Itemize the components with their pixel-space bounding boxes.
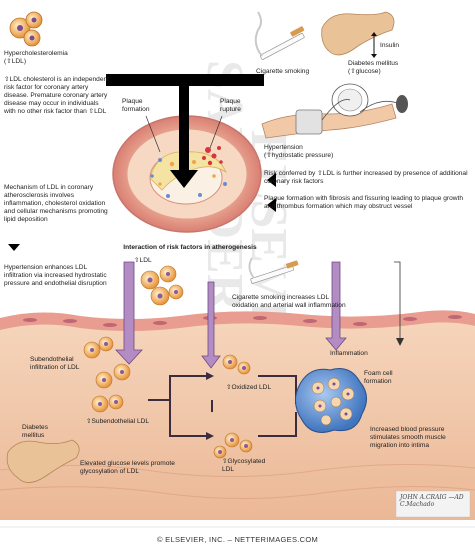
diabetes-label: Diabetes mellitus	[348, 60, 399, 67]
ldl-mechanism-text: Mechanism of LDL in coronary atheroscler…	[4, 184, 108, 223]
hypercholesterolemia-sub: (⇧LDL)	[4, 58, 27, 65]
inflammation-arrowhead	[396, 338, 404, 346]
diabetes-sub-label: (⇧glucose)	[348, 68, 381, 75]
purple-pathway-arrows	[115, 261, 347, 369]
hypertension-label: Hypertension	[264, 144, 303, 151]
insulin-arrow	[371, 32, 377, 58]
leader-lines-top	[145, 115, 223, 153]
glycosylated-ldl-label: ⇧Glycosylated LDL	[222, 458, 266, 473]
plaque-rupture-label: Plaque rupture	[220, 98, 241, 113]
blood-pressure-illustration	[261, 83, 408, 139]
diabetes-mellitus-label: Diabetes mellitus	[22, 424, 49, 439]
oxidized-ldl-label: ⇧Oxidized LDL	[226, 384, 272, 391]
ldl-particles	[83, 265, 253, 459]
foam-cell-label: Foam cell formation	[364, 370, 393, 385]
cigarette-illustration-lower	[248, 257, 299, 284]
cigarette-increases-text: Cigarette smoking increases LDL oxidatio…	[232, 294, 346, 309]
elevated-glucose-text: Elevated glucose levels promote glycosyl…	[80, 460, 175, 475]
hypertension-sub-label: (⇧hydrostatic pressure)	[264, 152, 334, 159]
signature-box	[395, 490, 471, 518]
subendothelial-ldl-label: ⇧Subendothelial LDL	[86, 418, 150, 425]
downward-arrow	[106, 74, 264, 188]
increased-bp-text: Increased blood pressure stimulates smoo…	[370, 426, 446, 449]
hypertension-enhances-text: Hypertension enhances LDL infiltration v…	[4, 264, 107, 287]
ldl-risk-text: ⇧LDL cholesterol is an independent risk …	[4, 76, 109, 115]
bullet-arrows	[8, 173, 276, 251]
inflammation-arrow	[394, 261, 401, 338]
ldl-small-label: ⇧LDL	[134, 257, 152, 264]
cigarette-smoking-label: Cigarette smoking	[256, 68, 310, 75]
tissue-section	[0, 310, 475, 520]
risk-conferred-text: Risk conferred by ⇧LDL is further increa…	[264, 170, 468, 185]
insulin-label: Insulin	[380, 42, 400, 49]
pancreas-illustration-lower	[6, 439, 80, 483]
hypercholesterolemia-label: Hypercholesterolemia	[4, 50, 68, 57]
cigarette-illustration	[254, 11, 305, 60]
artist-signature: JOHN A.CRAIG —AD C.Machado	[400, 494, 464, 508]
foam-cell	[295, 368, 367, 433]
plaque-formation-label: Plaque formation	[122, 98, 150, 113]
pancreas-illustration	[321, 11, 395, 56]
copyright-footer: © ELSEVIER, INC. – NETTERIMAGES.COM	[156, 535, 319, 544]
section-title: Interaction of risk factors in atherogen…	[123, 244, 257, 251]
ldl-cluster-top	[9, 11, 43, 47]
inflammation-label: Inflammation	[330, 350, 368, 357]
subendothelial-infiltration-label: Subendothelial infiltration of LDL	[30, 356, 80, 371]
plaque-fibrosis-text: Plaque formation with fibrosis and fissu…	[264, 195, 464, 210]
